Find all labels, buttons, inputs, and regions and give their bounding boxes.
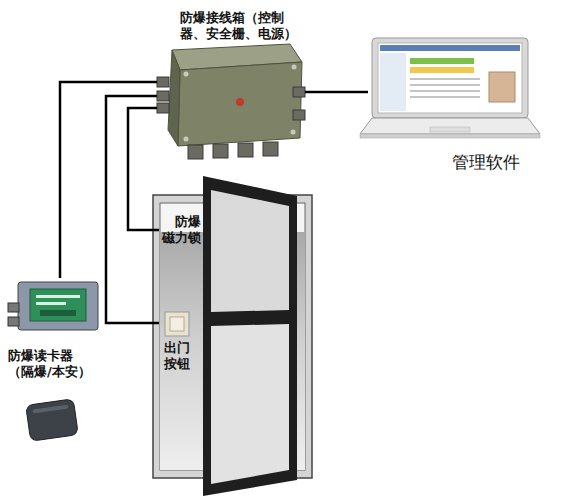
laptop-picture	[360, 38, 540, 138]
node-label: 防爆接线箱（控制器、安全栅、电源）	[180, 10, 302, 41]
cable-gland	[293, 87, 305, 97]
wire	[305, 91, 368, 94]
list-row	[410, 78, 480, 80]
cable-gland	[293, 110, 305, 120]
cable-gland	[213, 144, 228, 158]
wire	[60, 82, 157, 278]
panel-line	[36, 302, 66, 305]
ex-mark	[236, 98, 244, 106]
bolt	[291, 130, 296, 135]
wire	[106, 96, 159, 323]
cable-gland	[157, 77, 169, 87]
node-label: 防爆磁力锁	[162, 214, 202, 245]
status-bar	[410, 58, 474, 64]
cable-gland	[8, 303, 19, 312]
exit-button-key	[170, 317, 184, 331]
list-row	[410, 96, 480, 98]
cable-gland	[263, 142, 278, 156]
node-box: 防爆接线箱（控制器、安全栅、电源）	[157, 8, 305, 162]
bolt	[292, 65, 297, 70]
door-leaf	[203, 176, 297, 496]
status-bar	[410, 67, 474, 73]
wire	[128, 108, 159, 230]
box-front	[178, 62, 302, 146]
node-label: 管理软件	[452, 152, 532, 172]
photo	[489, 72, 515, 102]
box-side	[168, 50, 180, 146]
laptop-screen	[378, 43, 522, 113]
cable-gland	[238, 143, 253, 157]
card-reader-picture	[8, 282, 98, 441]
window-bar	[380, 45, 520, 51]
panel-line	[36, 295, 80, 298]
node-box: 防爆读卡器（隔爆/本安）	[6, 278, 98, 386]
door-picture	[153, 176, 312, 496]
side-panel	[380, 53, 406, 111]
cable-gland	[8, 317, 19, 326]
junction-box-picture	[157, 44, 305, 159]
exit-button-plate	[165, 312, 189, 336]
reader-panel	[30, 289, 86, 321]
node-box: 防爆磁力锁	[159, 212, 205, 252]
cable-gland	[188, 145, 203, 159]
panel-slot	[40, 310, 76, 316]
node-box: 管理软件	[368, 36, 536, 180]
reader-unit	[26, 399, 79, 441]
door-glass	[211, 324, 289, 484]
node-label: 防爆读卡器（隔爆/本安）	[8, 348, 96, 379]
cable-gland	[157, 91, 169, 101]
laptop-lid	[372, 38, 528, 118]
node-label: 出门按钮	[164, 340, 194, 371]
reader-body	[18, 282, 98, 330]
touchpad	[430, 127, 470, 132]
laptop-base	[360, 118, 540, 134]
door-glass	[211, 190, 289, 312]
node-box: 出门按钮	[159, 309, 196, 374]
cable-gland	[157, 103, 169, 113]
laptop-edge	[360, 134, 540, 138]
bolt	[184, 72, 189, 77]
reader-highlight	[32, 405, 68, 414]
list-row	[410, 84, 480, 86]
list-row	[410, 90, 480, 92]
bolt	[184, 137, 189, 142]
